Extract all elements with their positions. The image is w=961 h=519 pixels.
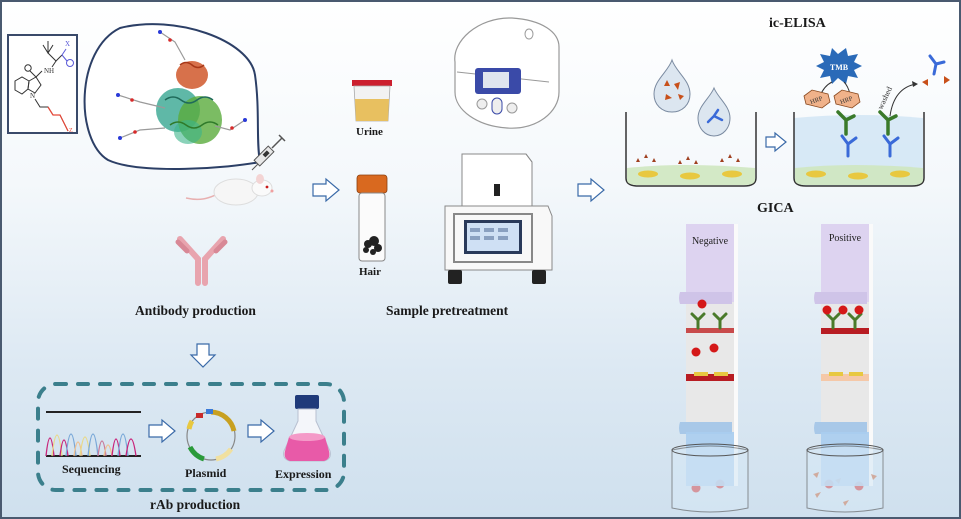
svg-text:HRP: HRP [809, 95, 824, 106]
hrp-tag: HRP [803, 89, 831, 109]
expression-label: Expression [275, 467, 332, 481]
svg-text:HRP: HRP [839, 95, 854, 106]
hapten-structure: X NH N Z [7, 34, 78, 134]
elisa-well-before [625, 112, 757, 187]
hapten-n-label: N [30, 92, 35, 100]
analyte-triangles [664, 80, 684, 100]
secondary-antibodies [836, 110, 898, 136]
control-line [686, 328, 734, 333]
plasmid-icon [186, 409, 237, 462]
sequencing-label: Sequencing [62, 462, 121, 476]
sample-drops [653, 58, 731, 137]
test-line [686, 374, 734, 381]
conjugate-bubble [83, 23, 262, 170]
arrow-right-icon [577, 177, 605, 203]
negative-label: Negative [692, 236, 729, 247]
gica-strip-positive: Positive [806, 224, 884, 513]
control-line [821, 328, 869, 334]
gica-title: GICA [757, 201, 794, 216]
elisa-well-after [793, 110, 925, 187]
tmb-burst-icon [816, 48, 862, 84]
tmb-label: TMB [830, 63, 849, 72]
antibody-icon [175, 236, 228, 286]
hair-tube-icon [356, 174, 388, 262]
elisa-detection: TMB HRP HRP washed [803, 48, 950, 117]
rab-production-box [36, 382, 346, 492]
sequencing-chromatogram [45, 411, 141, 457]
hapten-x-label: X [65, 40, 70, 48]
antibody-production-label: Antibody production [135, 303, 256, 318]
urine-label: Urine [356, 126, 383, 138]
gica-strip-negative: Negative [671, 224, 749, 513]
hapten-nh-label: NH [44, 67, 54, 75]
expression-flask-icon [283, 395, 331, 462]
sample-pretreatment-label: Sample pretreatment [386, 303, 509, 318]
arrow-right-icon [765, 131, 787, 153]
arrow-right-icon [247, 418, 275, 444]
hair-label: Hair [359, 266, 381, 278]
positive-label: Positive [829, 233, 862, 244]
arrow-right-icon [312, 177, 340, 203]
centrifuge-icon [454, 17, 560, 129]
mouse-icon [185, 174, 274, 206]
syringe-icon [251, 134, 286, 171]
primary-antibodies [840, 134, 900, 158]
arrow-down-icon [189, 343, 217, 368]
test-line [821, 374, 869, 381]
urine-cup-icon [352, 80, 392, 122]
ic-elisa-title: ic-ELISA [769, 16, 826, 31]
plasmid-label: Plasmid [185, 466, 227, 480]
protein-structure [156, 61, 222, 144]
hapten-atoms [116, 30, 247, 140]
arrow-right-icon [148, 418, 176, 444]
homogenizer-icon [444, 153, 553, 284]
hapten-z-label: Z [69, 128, 73, 134]
absorbent-pad [686, 224, 734, 302]
rab-production-label: rAb production [150, 497, 241, 512]
absorbent-pad [821, 224, 869, 302]
hrp-tag: HRP [833, 89, 861, 109]
hapten-chains [117, 31, 246, 139]
washed-label: washed [876, 85, 894, 111]
